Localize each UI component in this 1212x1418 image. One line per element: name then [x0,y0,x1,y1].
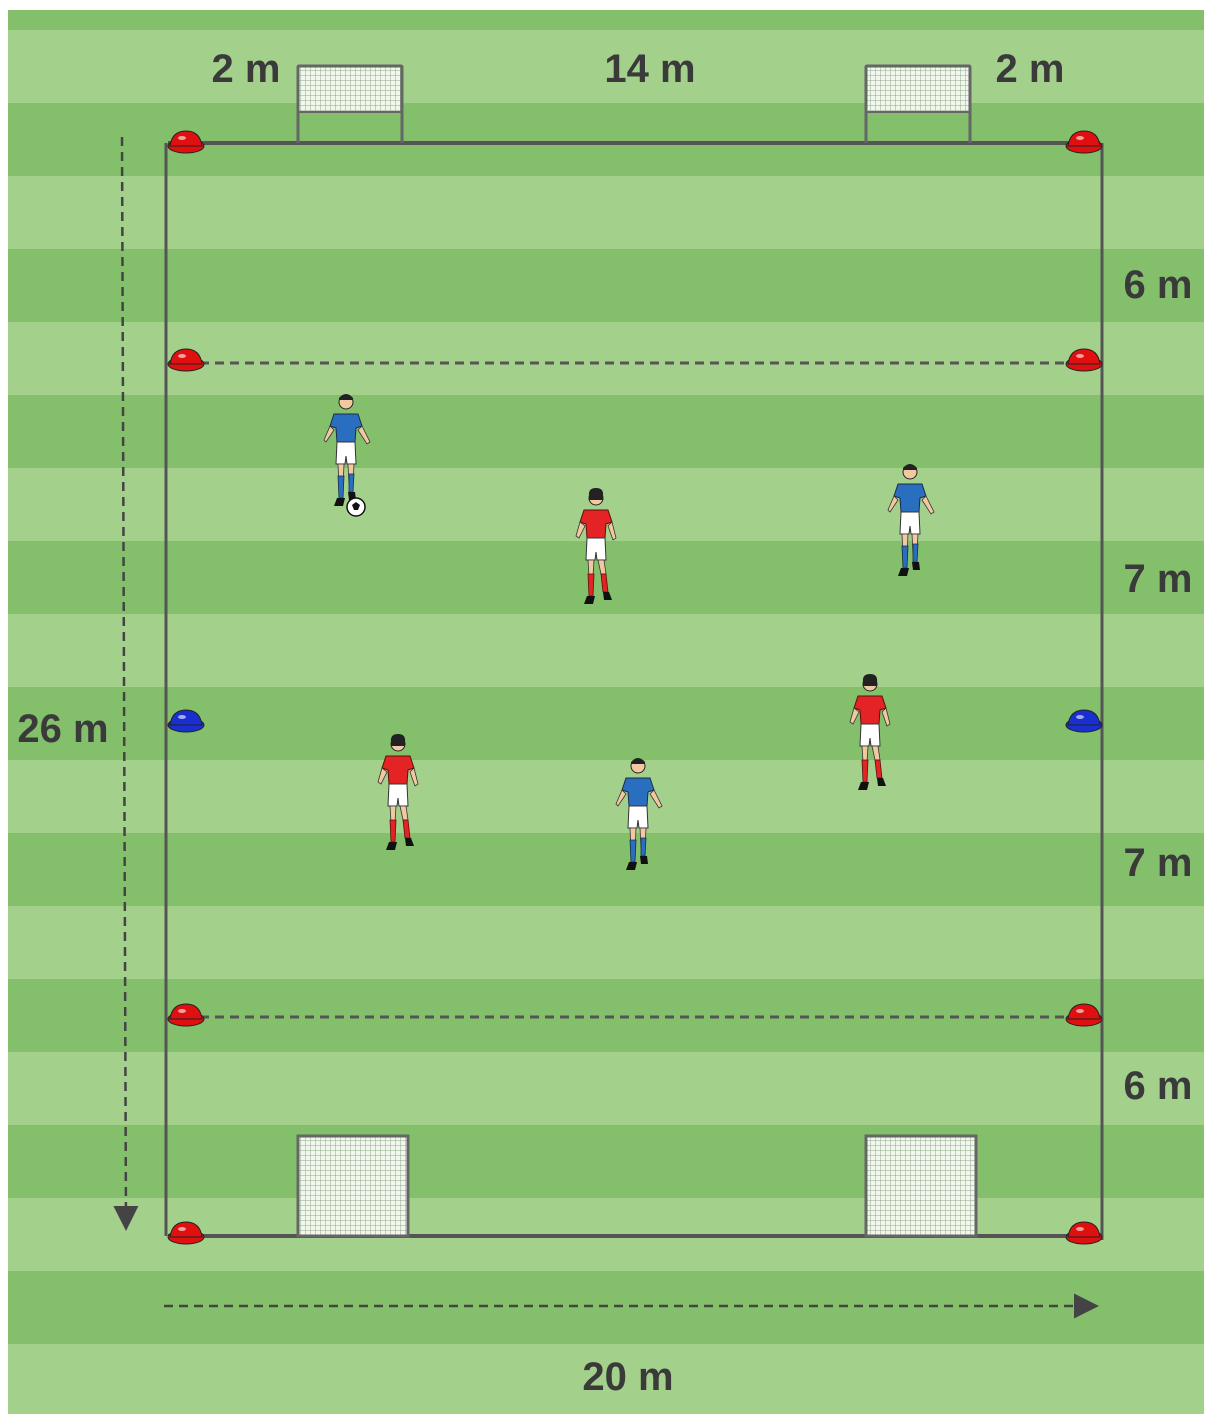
right-zone-3-label: 7 m [1124,841,1193,885]
goal-bottom-right [866,1136,976,1236]
right-zone-4-label: 6 m [1124,1064,1193,1108]
goal-bottom-left [298,1136,408,1236]
right-zone-1-label: 6 m [1124,263,1193,307]
grass-stripe-dark [8,249,1204,322]
ball-icon [347,498,365,516]
grass-stripe-dark [8,1125,1204,1198]
top-right-gap-label: 2 m [996,47,1065,91]
grass-stripe-dark [8,1271,1204,1344]
right-zone-2-label: 7 m [1124,557,1193,601]
pitch-width-label: 20 m [582,1355,673,1399]
grass-stripe-dark [8,833,1204,906]
top-middle-gap-label: 14 m [604,47,695,91]
pitch-length-label: 26 m [17,707,108,751]
top-left-gap-label: 2 m [212,47,281,91]
grass-stripe-dark [8,395,1204,468]
